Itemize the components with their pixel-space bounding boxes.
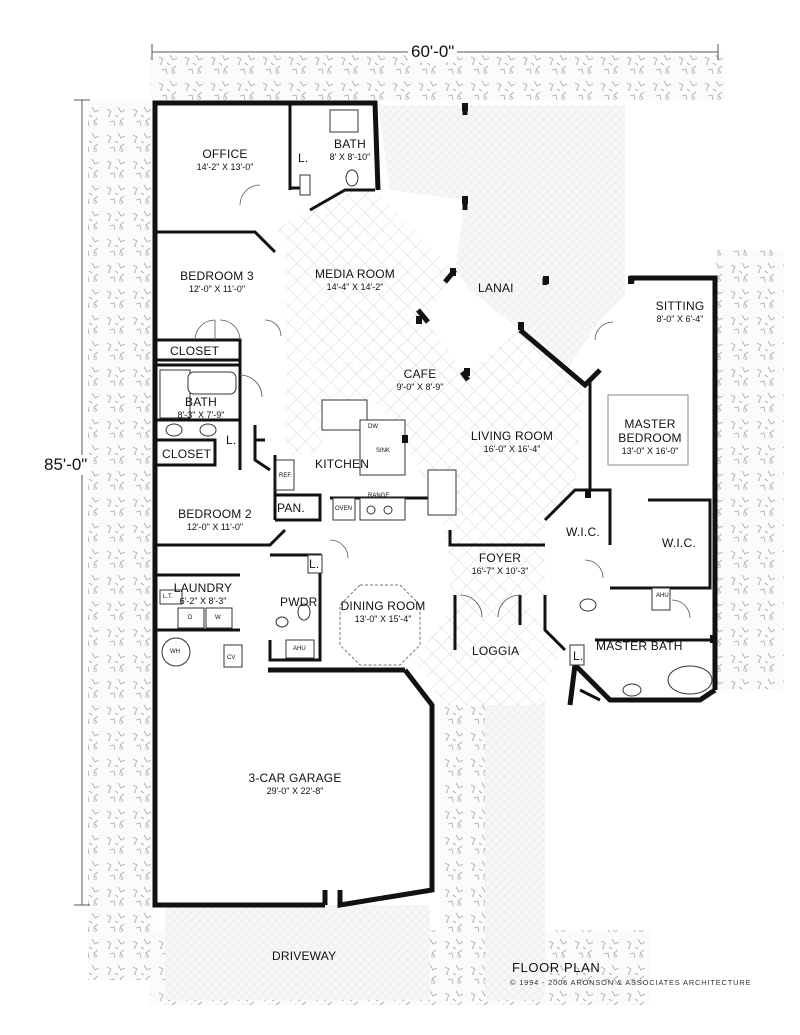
room-master-bath: MASTER BATH <box>596 639 683 653</box>
cv-label: CV <box>227 655 236 661</box>
linen-label: L. <box>226 433 237 447</box>
room-name: 3-CAR GARAGE <box>248 771 342 785</box>
room-size: 16'-0" X 16'-4" <box>483 443 541 454</box>
room-lanai: LANAI <box>478 281 514 295</box>
room-dining: DINING ROOM 13'-0" X 15'-4" <box>338 599 428 624</box>
lanai-columns <box>402 103 716 643</box>
room-size: 12'-0" X 11'-0" <box>188 283 246 294</box>
dishwasher-label: DW <box>368 424 378 430</box>
ahu-label: AHU <box>293 646 306 652</box>
room-kitchen: KITCHEN <box>315 457 370 471</box>
doors <box>194 184 691 619</box>
room-wic-1: W.I.C. <box>566 525 600 539</box>
laundry-tub-label: L.T. <box>163 594 173 600</box>
fixtures <box>159 109 713 697</box>
room-size: 14'-4" X 14'-2" <box>326 281 384 292</box>
room-name: FOYER <box>478 551 522 565</box>
room-name: BEDROOM 2 <box>178 507 252 521</box>
room-loggia: LOGGIA <box>472 644 520 658</box>
copyright: © 1994 - 2006 ARONSON & ASSOCIATES ARCHI… <box>510 978 752 987</box>
room-pwdr: PWDR <box>280 595 318 609</box>
width-dimension: 60'-0" <box>408 42 458 62</box>
room-name-line2: BEDROOM <box>618 430 682 445</box>
room-name: DINING ROOM <box>340 599 426 613</box>
room-bath-top: BATH 8' X 8'-10" <box>315 137 385 162</box>
sink-label: SINK <box>376 448 391 454</box>
room-bedroom-2: BEDROOM 2 12'-0" X 11'-0" <box>170 507 260 532</box>
room-size: 12'-0" X 11'-0" <box>186 521 244 532</box>
room-name: BATH <box>185 395 217 409</box>
room-name: CAFE <box>403 367 437 381</box>
oven-label: OVEN <box>335 506 353 512</box>
room-name-line1: MASTER <box>624 417 676 431</box>
paved-areas <box>165 105 625 1000</box>
room-cafe: CAFE 9'-0" X 8'-9" <box>385 367 455 392</box>
linen-label: L. <box>309 557 320 571</box>
room-bedroom-3: BEDROOM 3 12'-0" X 11'-0" <box>172 269 262 294</box>
room-size: 13'-0" X 16'-0" <box>621 445 679 456</box>
water-heater-label: WH <box>170 649 180 655</box>
range-label: RANGE <box>368 493 390 499</box>
room-laundry: LAUNDRY 6'-2" X 8'-3" <box>168 581 238 606</box>
driveway-label: DRIVEWAY <box>272 949 337 963</box>
room-size: 16'-7" X 10'-3" <box>471 565 529 576</box>
room-size: 8'-0" X 6'-4" <box>656 313 704 324</box>
room-size: 6'-2" X 8'-3" <box>179 595 227 606</box>
room-sitting: SITTING 8'-0" X 6'-4" <box>645 299 715 324</box>
linen-label: L. <box>298 151 309 165</box>
room-pantry: PAN. <box>277 501 305 515</box>
room-name: MEDIA ROOM <box>314 267 395 281</box>
ahu-label: AHU <box>656 593 669 599</box>
washer-label: W <box>215 615 221 621</box>
interior-walls <box>155 103 715 702</box>
room-size: 29'-0" X 22'-8" <box>266 785 324 796</box>
room-name: BATH <box>334 137 366 151</box>
room-closet-2: CLOSET <box>162 447 212 461</box>
room-name: LAUNDRY <box>173 581 233 595</box>
room-name: OFFICE <box>202 147 248 161</box>
room-closet-1: CLOSET <box>170 344 220 358</box>
room-name: LIVING ROOM <box>470 429 554 443</box>
room-living: LIVING ROOM 16'-0" X 16'-4" <box>462 429 562 454</box>
room-size: 8'-3" X 7'-9" <box>177 409 225 420</box>
linen-label: L. <box>573 649 584 663</box>
room-size: 9'-0" X 8'-9" <box>396 381 444 392</box>
room-bath-mid: BATH 8'-3" X 7'-9" <box>166 395 236 420</box>
dryer-label: D <box>188 615 193 621</box>
room-foyer: FOYER 16'-7" X 10'-3" <box>455 551 545 576</box>
room-name: SITTING <box>655 299 705 313</box>
refrigerator-label: REF. <box>279 473 293 479</box>
room-size: 8' X 8'-10" <box>329 151 371 162</box>
room-office: OFFICE 14'-2" X 13'-0" <box>180 147 270 172</box>
room-media: MEDIA ROOM 14'-4" X 14'-2" <box>305 267 405 292</box>
room-garage: 3-CAR GARAGE 29'-0" X 22'-8" <box>240 771 350 796</box>
room-name: BEDROOM 3 <box>180 269 254 283</box>
plan-title: FLOOR PLAN <box>512 960 601 975</box>
room-wic-2: W.I.C. <box>662 536 696 550</box>
depth-dimension: 85'-0" <box>42 455 90 475</box>
room-size: 14'-2" X 13'-0" <box>196 161 254 172</box>
room-master-bedroom: MASTER BEDROOM 13'-0" X 16'-0" <box>610 417 690 456</box>
room-size: 13'-0" X 15'-4" <box>354 613 412 624</box>
